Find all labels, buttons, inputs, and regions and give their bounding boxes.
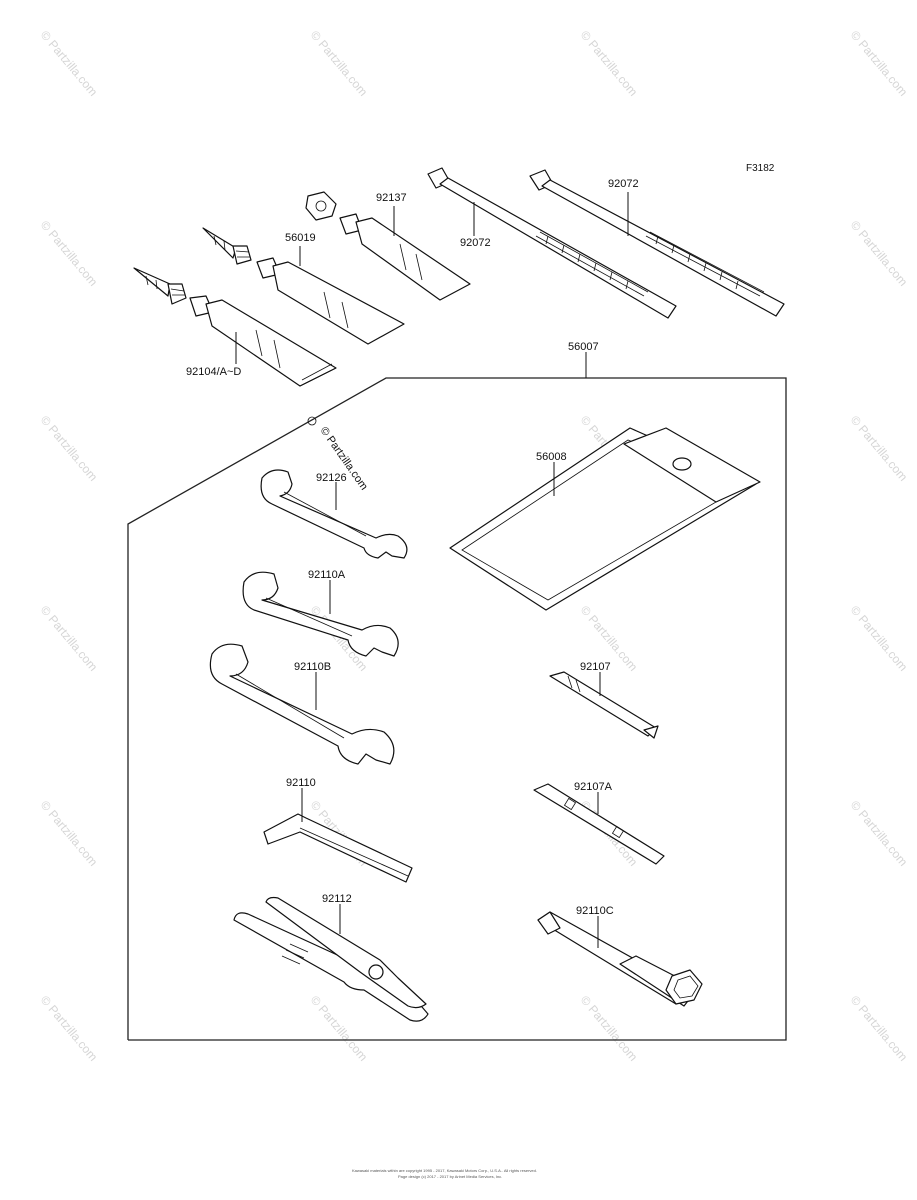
watermark: © Partzilla.com	[848, 28, 911, 99]
tool-kit-outline-56007	[127, 352, 787, 1041]
wrench-92110a[interactable]	[242, 571, 399, 657]
figure-code: F3182	[746, 163, 775, 174]
label-56019: 56019	[285, 232, 316, 244]
label-56008: 56008	[536, 451, 567, 463]
label-92107: 92107	[580, 661, 611, 673]
label-92072-left: 92072	[460, 237, 491, 249]
tube-92137[interactable]	[305, 191, 471, 301]
cable-tie-92072-left[interactable]	[427, 167, 677, 319]
watermark: © Partzilla.com	[848, 413, 911, 484]
label-92104: 92104/A~D	[186, 366, 241, 378]
watermark: © Partzilla.com	[38, 798, 101, 869]
watermark: © Partzilla.com	[308, 993, 371, 1064]
label-92110c: 92110C	[576, 905, 614, 917]
box-wrench-92110c[interactable]	[537, 911, 703, 1007]
watermark: © Partzilla.com	[848, 603, 911, 674]
label-92126: 92126	[316, 472, 347, 484]
watermark: © Partzilla.com	[38, 28, 101, 99]
label-92137: 92137	[376, 192, 407, 204]
footer-design: Page design (c) 2017 - 2017 by Arinet Me…	[398, 1174, 502, 1179]
label-92107a: 92107A	[574, 781, 613, 793]
label-92072-right: 92072	[608, 178, 639, 190]
watermark: © Partzilla.com	[308, 28, 371, 99]
label-56007: 56007	[568, 341, 599, 353]
watermark: © Partzilla.com	[578, 993, 641, 1064]
label-92110: 92110	[286, 777, 316, 789]
tube-56019[interactable]	[202, 227, 405, 345]
label-92110a: 92110A	[308, 569, 346, 581]
cable-tie-92072-right[interactable]	[529, 169, 785, 317]
tube-92104[interactable]	[133, 267, 337, 387]
watermark: © Partzilla.com	[848, 218, 911, 289]
tool-pouch-56008[interactable]	[449, 427, 761, 611]
screwdriver-92107[interactable]	[549, 671, 659, 739]
watermark: © Partzilla.com	[38, 413, 101, 484]
watermark: © Partzilla.com	[848, 798, 911, 869]
pliers-92112[interactable]	[233, 896, 429, 1022]
label-92110b: 92110B	[294, 661, 331, 673]
watermark: © Partzilla.com	[38, 218, 101, 289]
footer-copyright: Kawasaki materials within are copyright …	[352, 1168, 537, 1173]
hex-key-92110[interactable]	[263, 813, 413, 883]
wrench-92110b[interactable]	[209, 643, 395, 765]
watermark: © Partzilla.com	[38, 993, 101, 1064]
watermark: © Partzilla.com	[848, 993, 911, 1064]
screwdriver-92107a[interactable]	[533, 783, 665, 865]
wrench-92126[interactable]	[260, 469, 408, 559]
watermark: © Partzilla.com	[578, 28, 641, 99]
watermark: © Partzilla.com	[38, 603, 101, 674]
label-92112: 92112	[322, 893, 352, 905]
